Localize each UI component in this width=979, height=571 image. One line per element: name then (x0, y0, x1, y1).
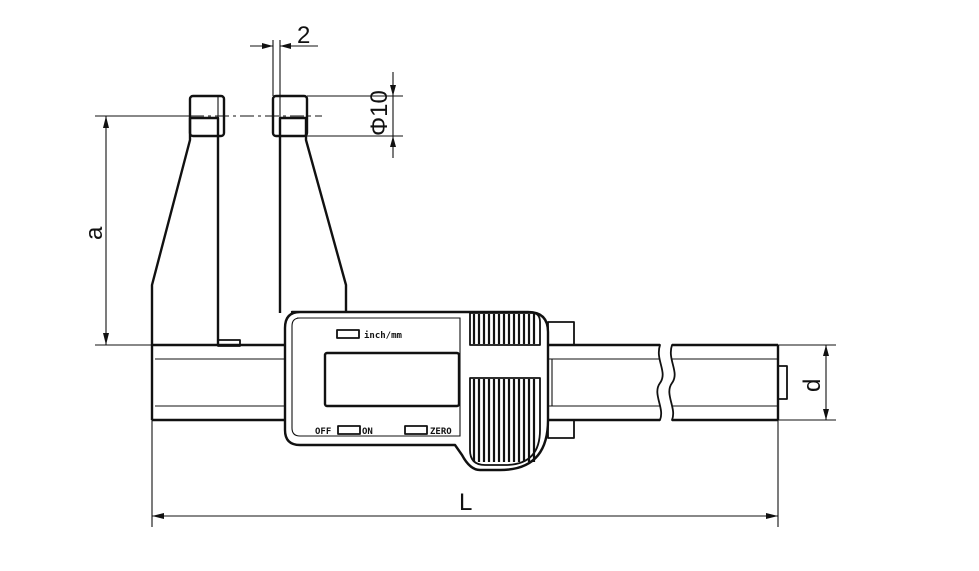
beam-height-label: d (799, 379, 826, 392)
total-length-label: L (459, 489, 472, 516)
inch-mm-button[interactable] (336, 329, 360, 339)
thumb-grip-upper (472, 314, 536, 344)
inch-mm-label: inch/mm (364, 330, 403, 341)
jaw-length-label: a (81, 226, 108, 240)
dimension-pin-width: 2 (250, 22, 318, 96)
display-body: inch/mm OFF ON ZERO (283, 310, 575, 472)
off-label: OFF (315, 427, 331, 437)
dimension-total-length: L (151, 420, 779, 527)
lcd-screen (323, 351, 461, 408)
dimension-pin-diameter: Φ10 (307, 72, 403, 158)
dimension-beam-height: d (778, 344, 836, 421)
off-on-button[interactable] (337, 425, 361, 435)
thumb-grip-lower (472, 379, 536, 462)
fixed-jaw (150, 94, 241, 347)
dimension-jaw-length: a (81, 115, 190, 346)
zero-label: ZERO (430, 427, 452, 437)
pin-width-label: 2 (297, 22, 310, 49)
moving-jaw (271, 94, 348, 313)
on-label: ON (362, 427, 373, 437)
zero-button[interactable] (404, 425, 428, 435)
pin-diameter-label: Φ10 (366, 90, 393, 136)
